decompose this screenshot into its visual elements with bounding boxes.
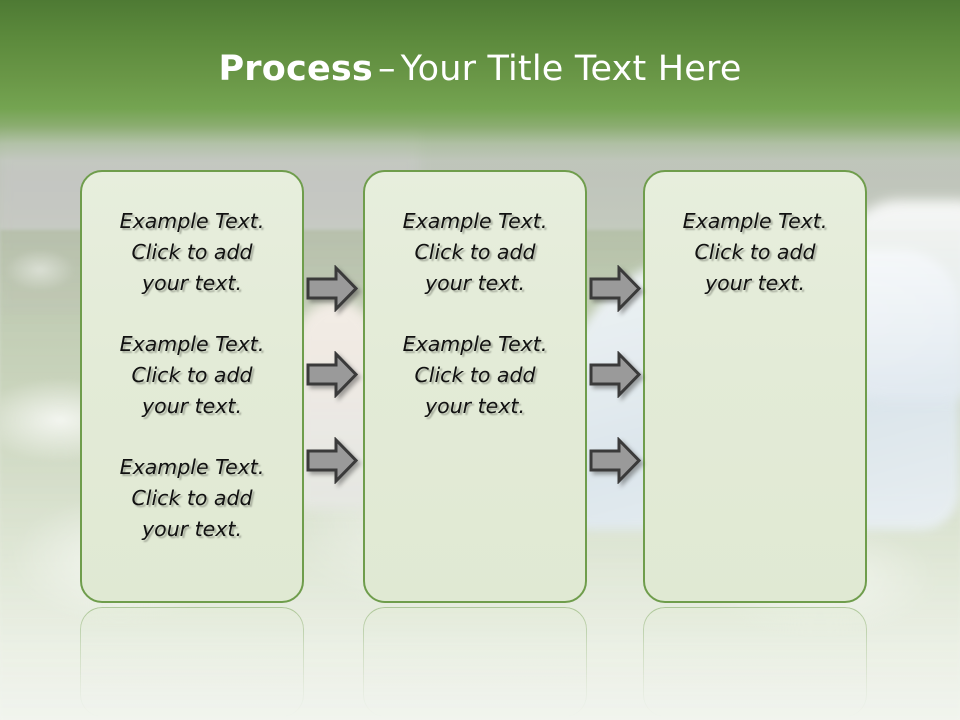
process-box-3-paragraph-1[interactable]: Example Text. Click to add your text.	[682, 209, 828, 295]
box-3-reflection	[643, 607, 867, 717]
process-box-2-paragraph-1[interactable]: Example Text. Click to add your text.	[402, 209, 548, 295]
process-box-2-paragraph-2[interactable]: Example Text. Click to add your text.	[402, 332, 548, 418]
right-arrow-icon[interactable]	[589, 437, 641, 484]
process-box-1-paragraph-2[interactable]: Example Text. Click to add your text.	[119, 332, 265, 418]
title-bold-part: Process	[218, 49, 373, 89]
header-band	[0, 0, 960, 175]
title-dash: –	[377, 49, 396, 89]
title-rest-part: Your Title Text Here	[400, 49, 742, 89]
right-arrow-icon[interactable]	[306, 437, 358, 484]
right-arrow-icon[interactable]	[589, 351, 641, 398]
process-box-1[interactable]: Example Text. Click to add your text. Ex…	[80, 170, 304, 603]
process-box-1-paragraph-3[interactable]: Example Text. Click to add your text.	[119, 455, 265, 541]
box-2-reflection	[363, 607, 587, 717]
right-arrow-icon[interactable]	[589, 265, 641, 312]
box-1-reflection	[80, 607, 304, 717]
process-box-3[interactable]: Example Text. Click to add your text.	[643, 170, 867, 603]
right-arrow-icon[interactable]	[306, 265, 358, 312]
process-box-1-paragraph-1[interactable]: Example Text. Click to add your text.	[119, 209, 265, 295]
page-title: Process–Your Title Text Here	[0, 47, 960, 91]
process-box-2[interactable]: Example Text. Click to add your text. Ex…	[363, 170, 587, 603]
right-arrow-icon[interactable]	[306, 351, 358, 398]
